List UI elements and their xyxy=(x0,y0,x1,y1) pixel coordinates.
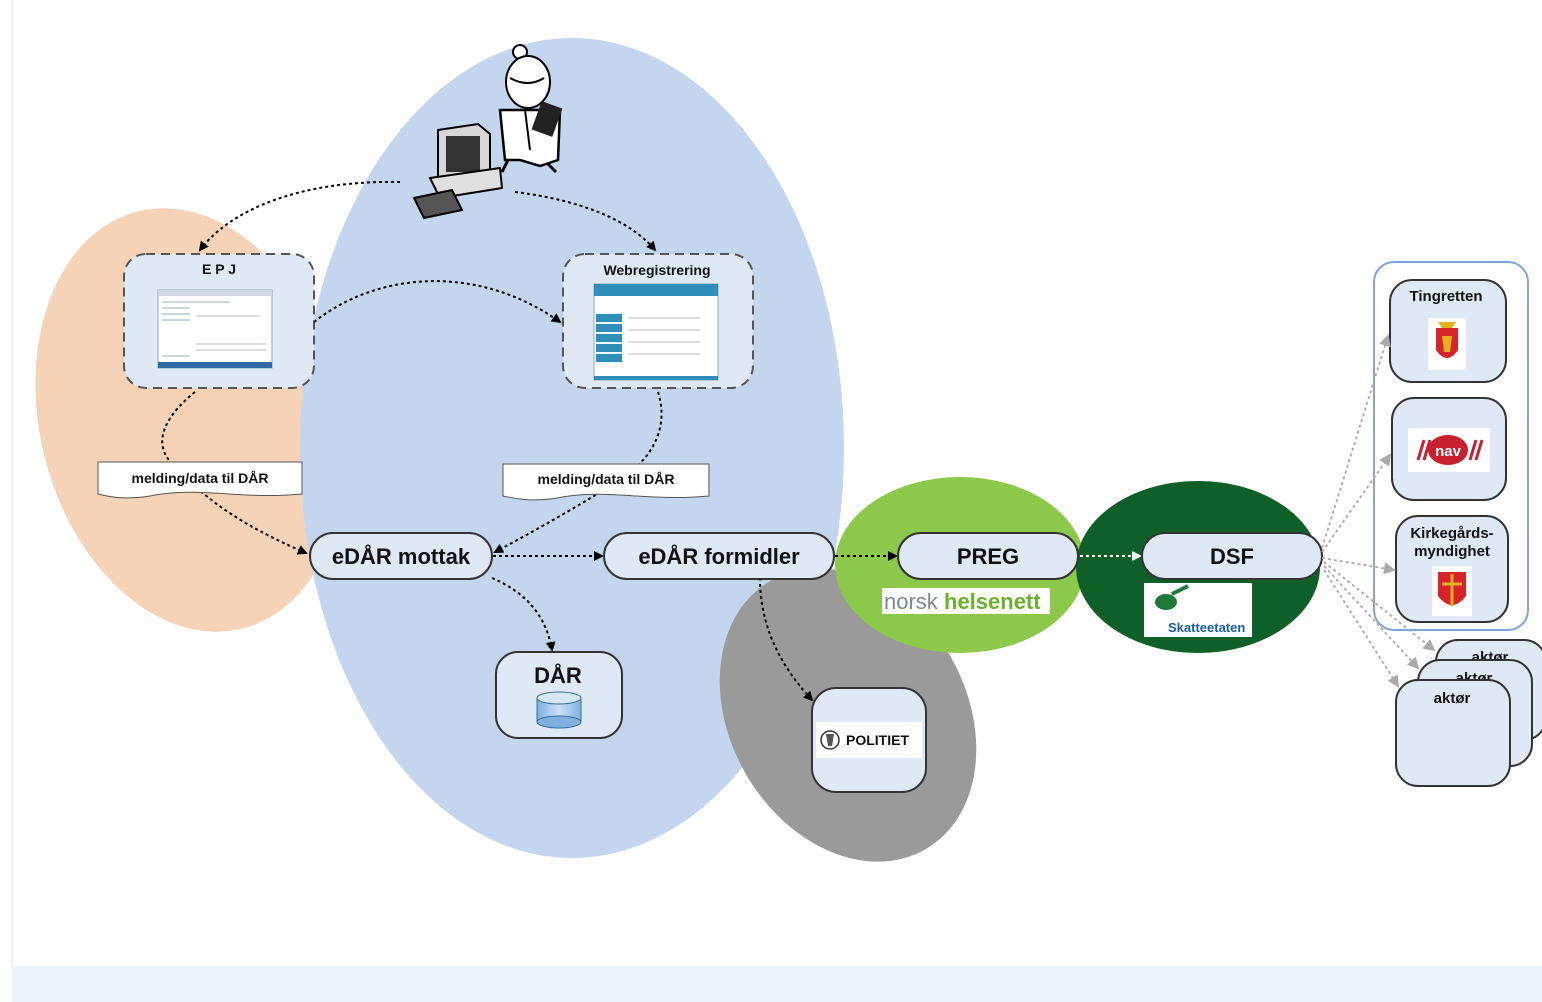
arrow-dsf-to-aktor-1 xyxy=(1323,569,1400,688)
svg-text:myndighet: myndighet xyxy=(1414,543,1490,560)
epj-label: E P J xyxy=(202,261,236,277)
svg-text:Tingretten: Tingretten xyxy=(1409,288,1482,305)
dsf-node[interactable]: DSF xyxy=(1141,532,1323,580)
nav-node[interactable]: nav xyxy=(1391,397,1507,501)
logo-norsk: norsk xyxy=(884,589,939,614)
doctor-icon xyxy=(498,44,563,174)
arrow-doctor-to-epj xyxy=(198,180,401,252)
dar-label: DÅR xyxy=(534,662,582,688)
skatteetaten-logo-icon xyxy=(1155,584,1189,610)
svg-text:PREG: PREG xyxy=(957,544,1019,569)
svg-text:DSF: DSF xyxy=(1210,544,1254,569)
svg-text:melding/data til DÅR: melding/data til DÅR xyxy=(538,471,675,487)
norsk-helsenett-logo: norsk helsenett xyxy=(882,588,1050,614)
svg-text:melding/data til DÅR: melding/data til DÅR xyxy=(132,470,269,486)
svg-text:aktør: aktør xyxy=(1434,690,1471,707)
kirkegard-node[interactable]: Kirkegårds- myndighet xyxy=(1395,515,1509,623)
svg-text:Kirkegårds-: Kirkegårds- xyxy=(1410,525,1493,542)
politiet-label: POLITIET xyxy=(846,732,909,748)
aktor-card-1[interactable]: aktør xyxy=(1395,679,1511,787)
epj-box[interactable]: E P J xyxy=(123,253,315,389)
frame-border xyxy=(12,0,13,966)
computer-icon xyxy=(412,122,504,220)
arrow-dsf-to-aktor-2 xyxy=(1323,565,1420,670)
logo-helsenett: helsenett xyxy=(944,589,1041,614)
svg-text:eDÅR mottak: eDÅR mottak xyxy=(332,543,471,569)
arrow-formidler-to-politiet xyxy=(759,577,814,702)
skatteetaten-logo: Skatteetaten xyxy=(1144,583,1252,637)
webregistrering-box[interactable]: Webregistrering xyxy=(562,253,754,389)
preg-node[interactable]: PREG xyxy=(897,532,1079,580)
tingretten-node[interactable]: Tingretten xyxy=(1389,279,1507,383)
arrow-epj-to-web xyxy=(313,280,562,324)
blue-zone xyxy=(300,38,844,858)
arrow-mottak-to-dar xyxy=(491,577,556,652)
arrow-dsf-to-kirkegard xyxy=(1321,557,1396,575)
database-icon xyxy=(536,691,582,729)
nav-logo-icon: nav xyxy=(1408,428,1490,472)
arrow-dsf-to-tingretten xyxy=(1321,334,1391,549)
svg-text:eDÅR formidler: eDÅR formidler xyxy=(638,543,800,569)
web-form-screenshot-icon xyxy=(593,283,719,381)
politiet-node[interactable]: POLITIET xyxy=(811,687,927,793)
arrow-dsf-to-nav xyxy=(1321,453,1392,553)
church-emblem-icon xyxy=(1432,566,1472,616)
webregistrering-label: Webregistrering xyxy=(603,262,710,278)
edar-mottak-node[interactable]: eDÅR mottak xyxy=(309,532,493,580)
dsf-fanout-arrows xyxy=(1321,334,1436,688)
melding-label-right: melding/data til DÅR xyxy=(502,463,710,501)
coat-of-arms-icon xyxy=(1428,318,1466,370)
melding-label-left: melding/data til DÅR xyxy=(97,461,303,499)
arrow-doctor-to-web xyxy=(514,191,657,252)
svg-text:Skatteetaten: Skatteetaten xyxy=(1168,620,1245,635)
edar-formidler-node[interactable]: eDÅR formidler xyxy=(603,532,835,580)
bottom-band xyxy=(12,966,1542,1002)
aktor-stack: aktør aktør aktør xyxy=(1395,639,1542,787)
dar-node[interactable]: DÅR xyxy=(495,651,623,739)
epj-screenshot-icon xyxy=(157,289,273,369)
police-emblem-icon xyxy=(820,730,840,750)
svg-text:nav: nav xyxy=(1435,443,1462,460)
